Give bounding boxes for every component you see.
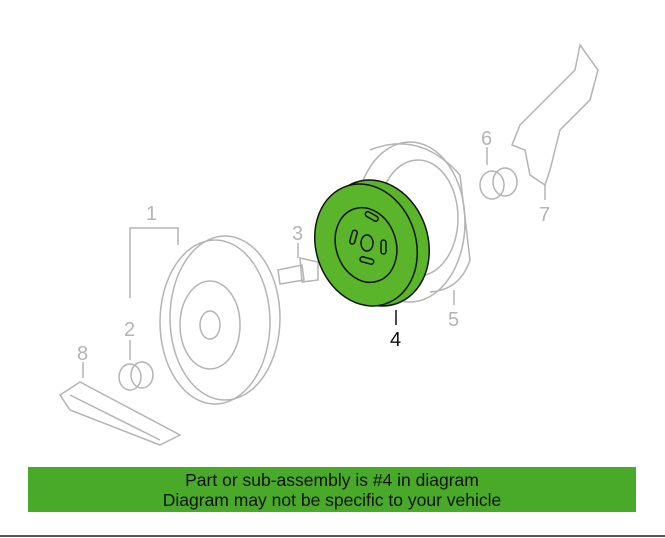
flywheel-part-1[interactable] (159, 235, 281, 405)
leader-line-1 (129, 227, 179, 298)
callout-4[interactable]: 4 (390, 329, 401, 351)
release-bearing-part-6[interactable] (479, 167, 518, 200)
callout-3[interactable]: 3 (292, 223, 303, 245)
clutch-disc-part-4[interactable] (299, 166, 445, 320)
divider (0, 535, 665, 537)
banner-line-part-number: Part or sub-assembly is #4 in diagram (185, 470, 479, 490)
bracket-part-8[interactable] (58, 381, 182, 446)
diagram-notice-banner: Part or sub-assembly is #4 in diagram Di… (28, 467, 636, 512)
callout-1[interactable]: 1 (146, 203, 157, 225)
callout-2[interactable]: 2 (124, 319, 135, 341)
bolt-part-3[interactable] (277, 257, 319, 285)
banner-line-disclaimer: Diagram may not be specific to your vehi… (162, 490, 502, 510)
pilot-bearing-part-2[interactable] (118, 361, 154, 391)
callout-7[interactable]: 7 (539, 204, 550, 226)
callout-8[interactable]: 8 (77, 343, 88, 365)
callout-6[interactable]: 6 (481, 128, 492, 150)
callout-5[interactable]: 5 (448, 309, 459, 331)
release-fork-part-7[interactable] (511, 43, 599, 187)
